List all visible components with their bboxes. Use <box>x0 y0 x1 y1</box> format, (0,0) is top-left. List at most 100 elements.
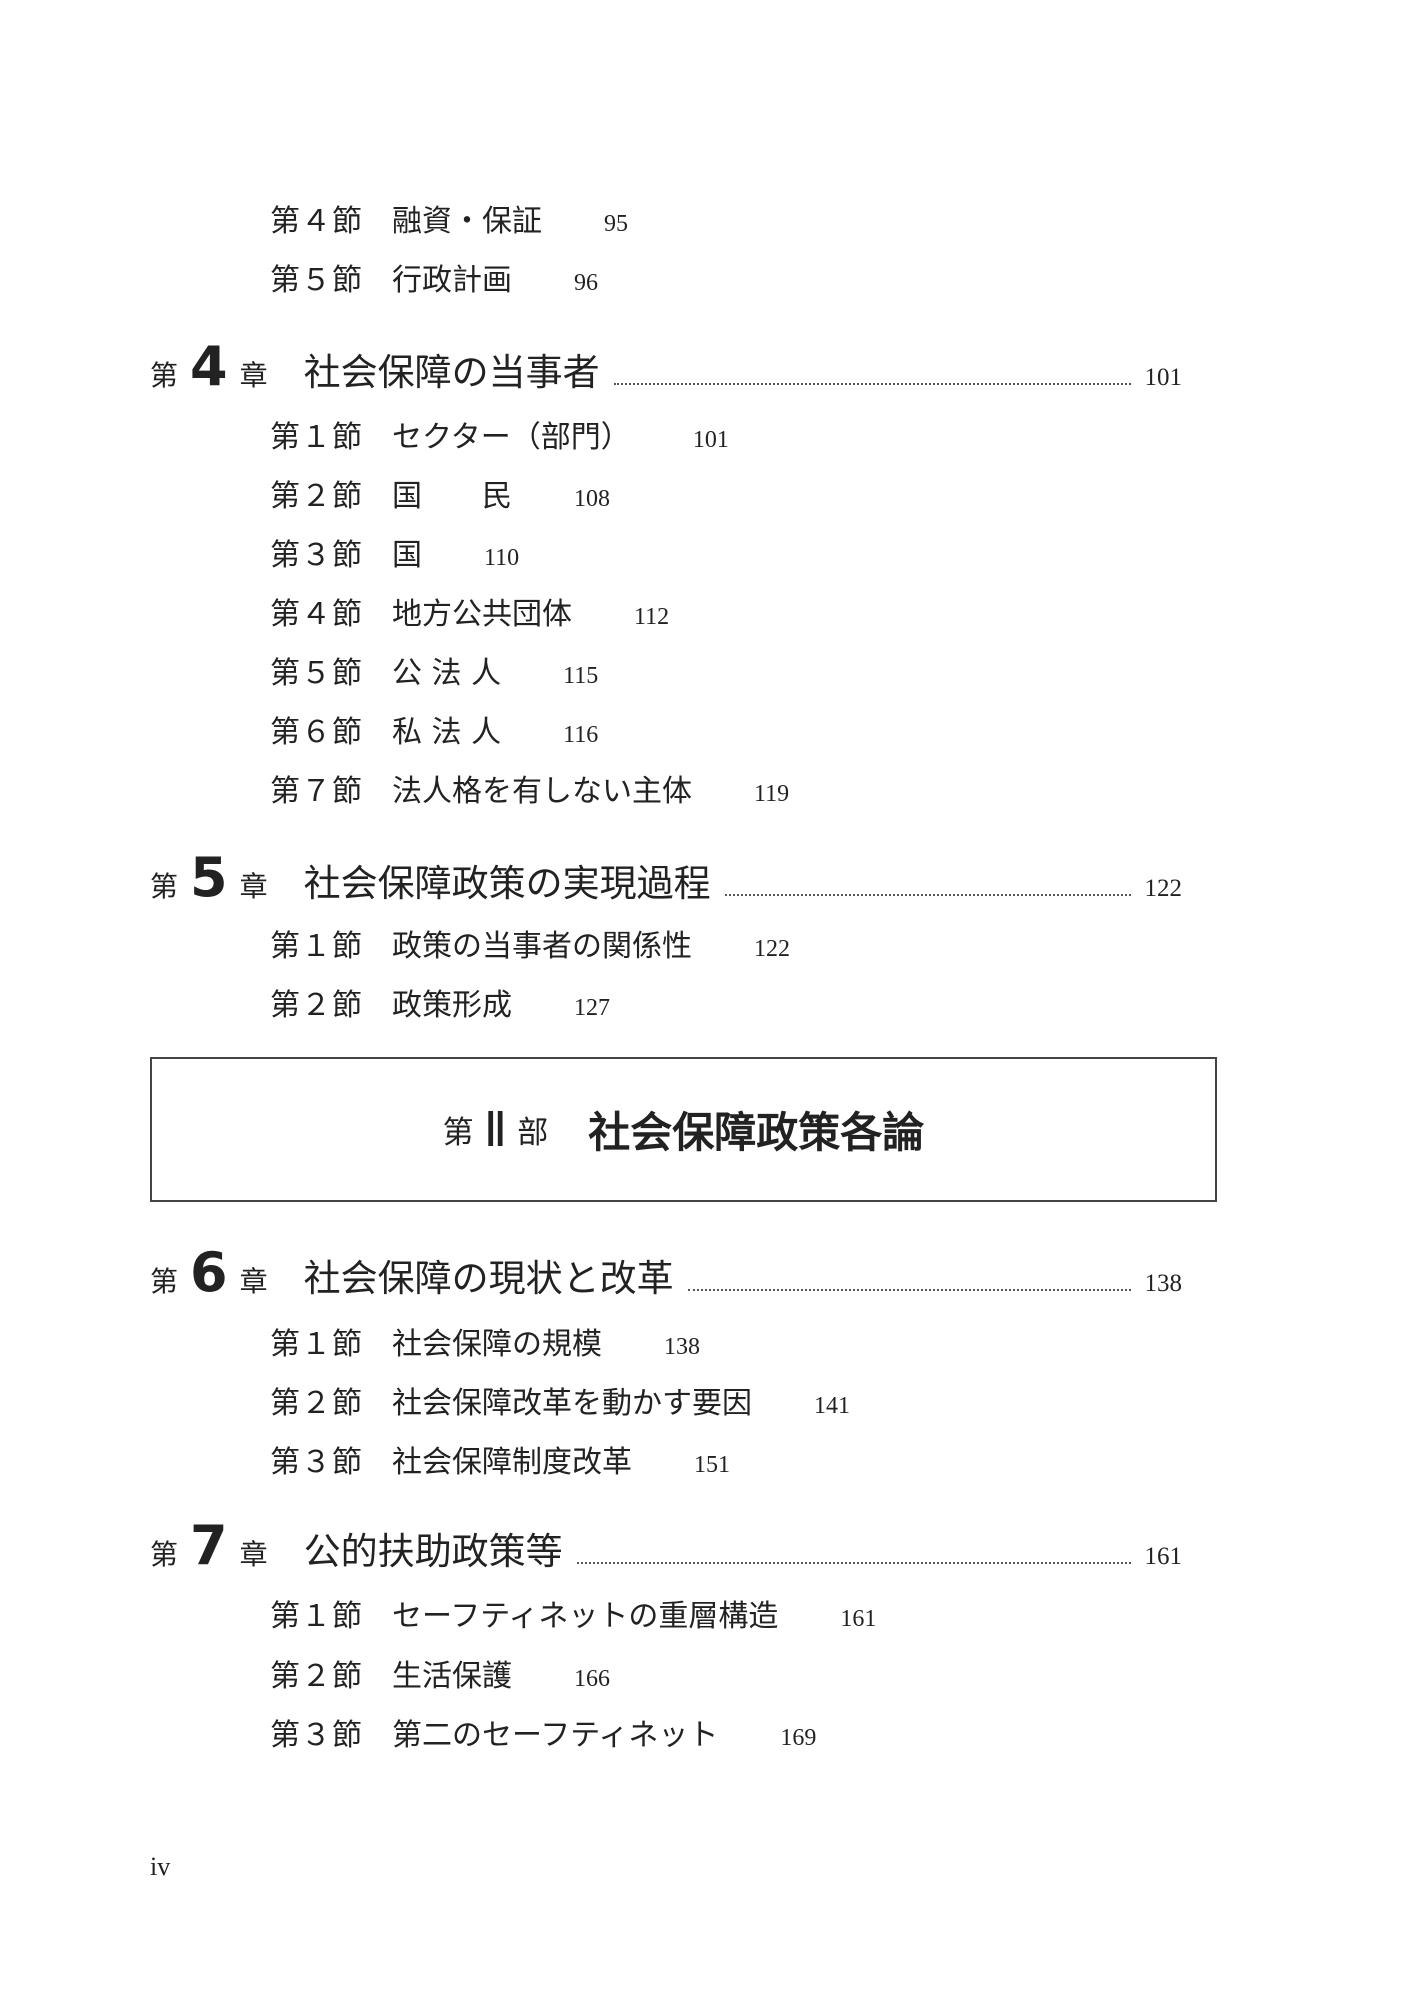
section-label: 第５節 <box>270 263 363 298</box>
section-page: 169 <box>780 1725 817 1751</box>
toc-section-entry: 第２節政策形成 127 <box>270 991 610 1021</box>
section-title: セーフティネットの重層構造 <box>392 1599 779 1634</box>
chapter-title: 社会保障の当事者 <box>303 351 600 394</box>
section-page: 138 <box>664 1334 700 1360</box>
section-label: 第２節 <box>270 1659 363 1694</box>
page-number-folio: iv <box>150 1852 171 1881</box>
section-label: 第３節 <box>270 538 363 573</box>
toc-section-entry: 第４節地方公共団体 112 <box>270 600 669 630</box>
section-page: 112 <box>634 604 670 630</box>
section-title: 生活保護 <box>392 1659 512 1694</box>
part-suffix: 部 <box>517 1115 549 1151</box>
section-title: 社会保障の規模 <box>392 1327 602 1362</box>
chapter-suffix: 章 <box>239 1538 268 1571</box>
section-label: 第１節 <box>270 1599 363 1634</box>
section-page: 122 <box>754 936 790 962</box>
section-title: 法人格を有しない主体 <box>392 774 692 809</box>
section-title: セクター（部門） <box>392 420 631 455</box>
section-page: 119 <box>754 781 790 807</box>
section-label: 第４節 <box>270 204 363 239</box>
section-label: 第２節 <box>270 1386 363 1421</box>
chapter-title: 社会保障の現状と改革 <box>303 1257 674 1300</box>
toc-section-entry: 第２節生活保護 166 <box>270 1662 610 1692</box>
section-page: 101 <box>692 427 729 453</box>
section-label: 第２節 <box>270 479 363 514</box>
section-label: 第２節 <box>270 988 363 1023</box>
section-page: 108 <box>574 486 610 512</box>
section-title: 社会保障改革を動かす要因 <box>392 1386 752 1421</box>
dot-leader <box>687 1289 1131 1291</box>
section-page: 115 <box>563 663 599 689</box>
toc-section-entry: 第１節セクター（部門） 101 <box>270 423 729 453</box>
part-number: Ⅱ <box>483 1103 508 1157</box>
toc-section-entry: 第４節融資・保証 95 <box>270 207 628 237</box>
chapter-prefix: 第 <box>150 359 179 392</box>
chapter-title: 公的扶助政策等 <box>303 1530 563 1573</box>
toc-section-entry: 第２節国 民 108 <box>270 482 610 512</box>
section-label: 第７節 <box>270 774 363 809</box>
section-label: 第３節 <box>270 1445 363 1480</box>
chapter-page: 138 <box>1144 1270 1183 1297</box>
section-title: 行政計画 <box>392 263 512 298</box>
chapter-number: 6 <box>190 1241 228 1304</box>
section-page: 95 <box>604 211 628 237</box>
dot-leader <box>576 1562 1131 1564</box>
chapter-page: 122 <box>1144 875 1183 902</box>
section-page: 96 <box>574 270 598 296</box>
section-page: 166 <box>574 1666 610 1692</box>
toc-section-entry: 第６節私 法 人 116 <box>270 718 598 748</box>
chapter-prefix: 第 <box>150 1265 179 1298</box>
chapter-number: 7 <box>190 1514 228 1577</box>
toc-section-entry: 第５節公 法 人 115 <box>270 659 598 689</box>
chapter-prefix: 第 <box>150 1538 179 1571</box>
section-title: 私 法 人 <box>392 715 502 750</box>
toc-section-entry: 第３節国 110 <box>270 541 519 571</box>
toc-section-entry: 第１節社会保障の規模 138 <box>270 1330 700 1360</box>
section-label: 第６節 <box>270 715 363 750</box>
section-title: 国 <box>392 538 422 573</box>
chapter-prefix: 第 <box>150 870 179 903</box>
section-label: 第５節 <box>270 656 363 691</box>
section-title: 政策の当事者の関係性 <box>392 929 692 964</box>
toc-section-entry: 第５節行政計画 96 <box>270 266 598 296</box>
section-label: 第１節 <box>270 420 363 455</box>
section-page: 127 <box>574 995 610 1021</box>
chapter-number: 4 <box>190 335 228 398</box>
section-label: 第３節 <box>270 1718 363 1753</box>
section-label: 第４節 <box>270 597 363 632</box>
section-title: 地方公共団体 <box>392 597 572 632</box>
toc-section-entry: 第１節政策の当事者の関係性 122 <box>270 932 790 962</box>
section-title: 第二のセーフティネット <box>392 1718 719 1753</box>
part-heading: 第 Ⅱ 部 社会保障政策各論 <box>150 1057 1217 1202</box>
toc-section-entry: 第７節法人格を有しない主体 119 <box>270 777 789 807</box>
chapter-suffix: 章 <box>239 870 268 903</box>
chapter-suffix: 章 <box>239 1265 268 1298</box>
chapter-number: 5 <box>190 846 228 909</box>
section-label: 第１節 <box>270 929 363 964</box>
section-title: 社会保障制度改革 <box>392 1445 632 1480</box>
toc-section-entry: 第３節社会保障制度改革 151 <box>270 1448 730 1478</box>
section-title: 国 民 <box>392 479 512 514</box>
dot-leader <box>724 894 1131 896</box>
section-page: 116 <box>563 722 599 748</box>
chapter-page: 101 <box>1144 364 1183 391</box>
chapter-page: 161 <box>1144 1543 1183 1570</box>
section-title: 政策形成 <box>392 988 512 1023</box>
part-prefix: 第 <box>442 1115 474 1151</box>
chapter-suffix: 章 <box>239 359 268 392</box>
section-page: 141 <box>814 1393 850 1419</box>
section-label: 第１節 <box>270 1327 363 1362</box>
toc-section-entry: 第２節社会保障改革を動かす要因 141 <box>270 1389 850 1419</box>
section-page: 161 <box>840 1606 877 1632</box>
toc-section-entry: 第３節第二のセーフティネット 169 <box>270 1721 816 1751</box>
section-title: 公 法 人 <box>392 656 502 691</box>
part-title: 社会保障政策各論 <box>588 1108 925 1157</box>
toc-section-entry: 第１節セーフティネットの重層構造 161 <box>270 1602 876 1632</box>
section-title: 融資・保証 <box>392 204 542 239</box>
section-page: 110 <box>484 545 520 571</box>
section-page: 151 <box>694 1452 730 1478</box>
